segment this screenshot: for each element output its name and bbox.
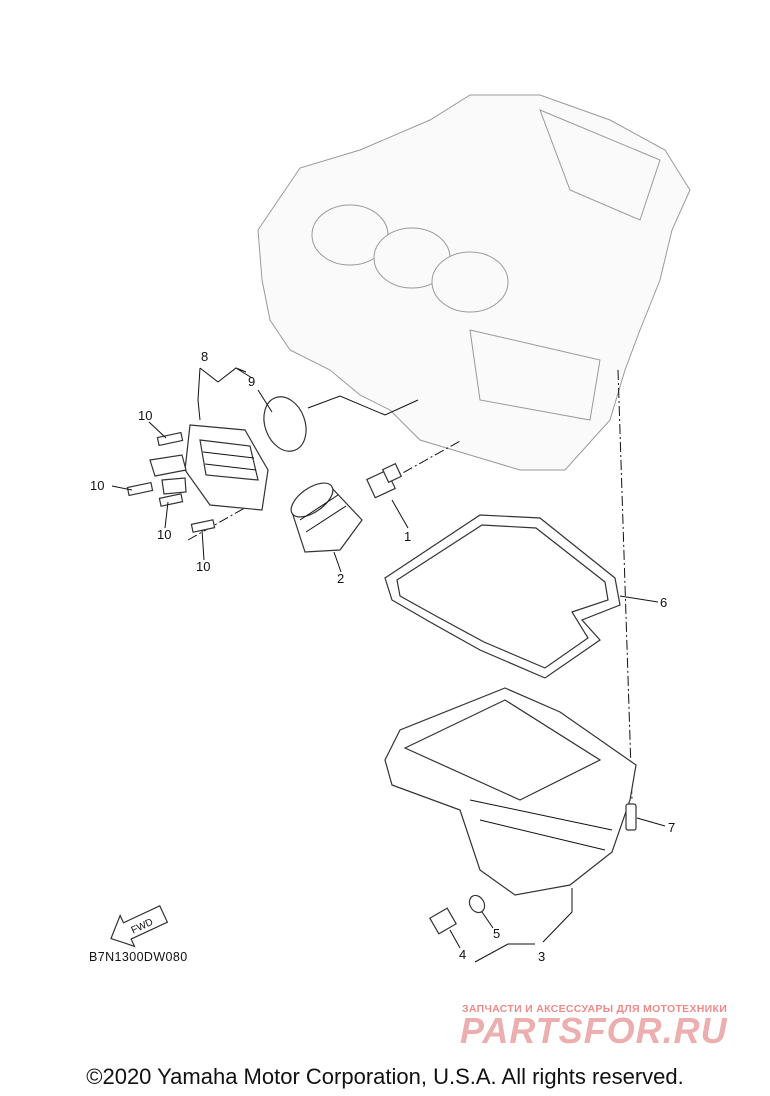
crankcase xyxy=(257,94,691,471)
callout-8: 8 xyxy=(201,349,208,364)
callout-1: 1 xyxy=(404,529,411,544)
leader-2 xyxy=(333,551,342,573)
o-ring xyxy=(263,396,307,452)
callout-2: 2 xyxy=(337,571,344,586)
centerline-bolt-7 xyxy=(617,369,633,801)
leader-10a xyxy=(148,421,167,439)
leader-1 xyxy=(391,499,409,529)
drain-bolt xyxy=(429,907,457,935)
callout-10-left: 10 xyxy=(90,478,104,493)
centerline-filter xyxy=(371,439,463,491)
leader-4 xyxy=(449,929,461,949)
leader-9 xyxy=(257,389,273,413)
callout-6: 6 xyxy=(660,595,667,610)
centerline-cooler xyxy=(187,504,251,541)
leader-10c xyxy=(164,501,169,529)
oil-pan-gasket xyxy=(384,514,621,679)
callout-4: 4 xyxy=(459,947,466,962)
oil-pan xyxy=(384,687,637,896)
leader-6 xyxy=(619,595,659,603)
callout-10-bottom: 10 xyxy=(196,559,210,574)
callout-9: 9 xyxy=(248,374,255,389)
o-ring-leader xyxy=(307,395,419,416)
bolt-7 xyxy=(625,803,637,831)
bolt-10-upper xyxy=(156,431,184,447)
watermark-tagline: ЗАПЧАСТИ И АКСЕССУАРЫ ДЛЯ МОТОТЕХНИКИ xyxy=(462,1003,728,1015)
watermark-logo: PARTSFOR.RU xyxy=(460,1010,728,1051)
leader-3 xyxy=(474,888,573,963)
callout-10-middle: 10 xyxy=(157,527,171,542)
fwd-arrow: FWD xyxy=(110,905,169,948)
leader-10b xyxy=(111,485,133,491)
union-bolt xyxy=(366,462,403,499)
leader-5 xyxy=(481,911,494,929)
leader-8 xyxy=(197,367,253,421)
callout-10-top: 10 xyxy=(138,408,152,423)
callout-3: 3 xyxy=(538,949,545,964)
copyright-notice: ©2020 Yamaha Motor Corporation, U.S.A. A… xyxy=(86,1064,684,1089)
callout-7: 7 xyxy=(668,820,675,835)
callout-5: 5 xyxy=(493,926,500,941)
drain-gasket xyxy=(468,894,486,914)
bolt-10-left xyxy=(126,481,154,497)
diagram-code: B7N1300DW080 xyxy=(89,950,188,964)
bolt-10-lower xyxy=(190,519,216,533)
bolt-10-middle xyxy=(158,493,184,507)
leader-7 xyxy=(636,817,666,827)
oil-filter xyxy=(290,482,363,553)
oil-cooler xyxy=(149,424,269,511)
leader-10d xyxy=(201,529,205,561)
